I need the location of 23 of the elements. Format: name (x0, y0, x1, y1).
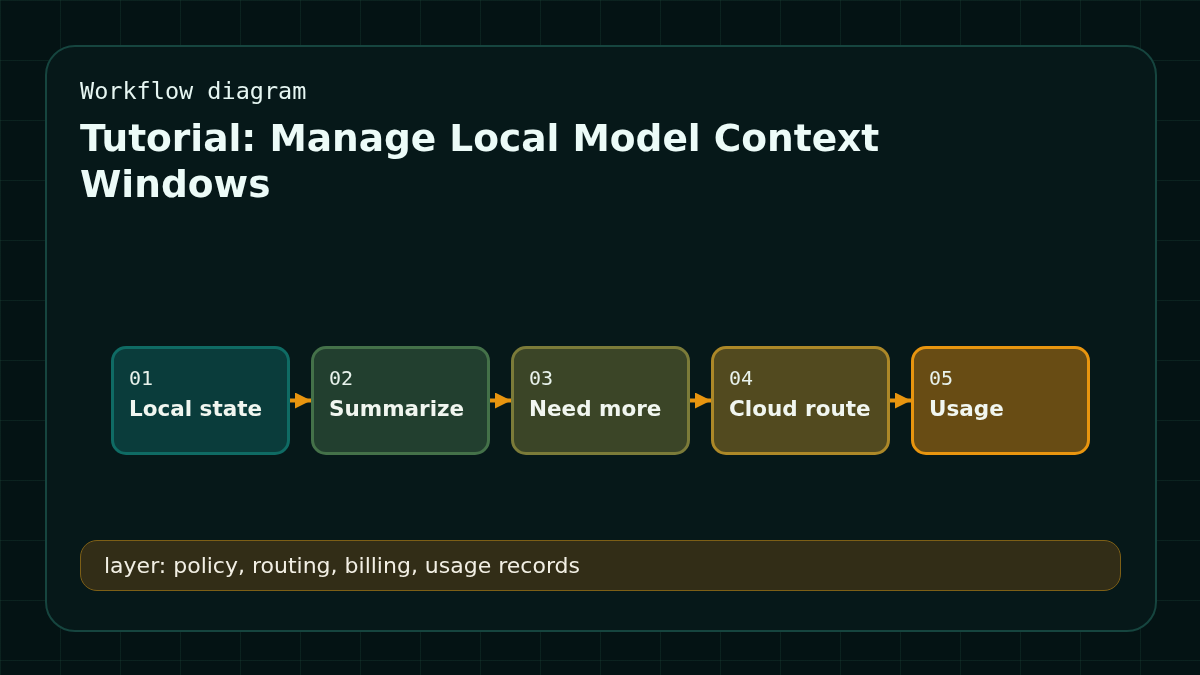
step-label: Cloud route (729, 396, 871, 422)
step-number: 05 (929, 367, 954, 389)
step-box (311, 346, 490, 455)
arrow (490, 392, 511, 409)
step-number: 03 (529, 367, 554, 389)
step-box (111, 346, 290, 455)
step-number: 01 (129, 367, 154, 389)
step-label: Need more (529, 396, 662, 422)
arrow (290, 392, 311, 409)
step-number: 04 (729, 367, 754, 389)
step-box (911, 346, 1090, 455)
step-box (511, 346, 690, 455)
layer-band (80, 540, 1121, 591)
arrow (890, 392, 911, 409)
diagram-title: Tutorial: Manage Local Model Context Windows (80, 115, 881, 207)
layer-text: layer: policy, routing, billing, usage records (104, 551, 580, 580)
step-number: 02 (329, 367, 354, 389)
arrow (690, 392, 711, 409)
kicker-text: Workflow diagram (80, 76, 307, 106)
step-label: Summarize (329, 396, 465, 422)
step-box (711, 346, 890, 455)
step-label: Usage (929, 396, 1004, 422)
step-label: Local state (129, 396, 263, 422)
